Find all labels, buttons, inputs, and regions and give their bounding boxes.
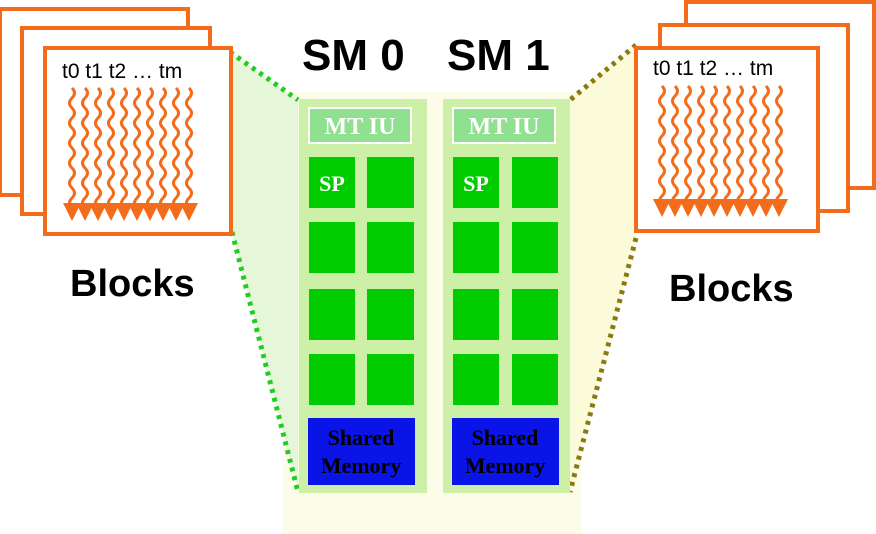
right-block-stack: t0 t1 t2 … tm — [634, 0, 876, 233]
blocks-label-left: Blocks — [70, 263, 195, 305]
thread-arrow — [757, 84, 775, 217]
sp-core — [309, 222, 355, 273]
thread-label: t0 t1 t2 … tm — [62, 60, 182, 83]
thread-arrow — [141, 86, 159, 221]
mt-iu-label: MT IU — [325, 114, 396, 140]
shared-memory-label-line2: Memory — [321, 453, 402, 478]
sp-core — [453, 157, 499, 208]
sp-core — [453, 222, 499, 273]
thread-arrow — [180, 86, 198, 221]
sm-1-panel: MT IU SP Shared Memory — [443, 99, 570, 493]
thread-arrow — [128, 86, 146, 221]
sp-core — [453, 289, 499, 340]
left-block-stack: t0 t1 t2 … tm — [0, 7, 233, 236]
sp-core — [367, 289, 414, 340]
sp-core — [367, 157, 414, 208]
thread-arrows — [653, 84, 788, 217]
sm-0-panel: MT IU SP Shared Memory — [299, 99, 427, 493]
sp-label: SP — [319, 171, 345, 196]
thread-arrow — [744, 84, 762, 217]
mt-iu-label: MT IU — [469, 114, 540, 140]
mt-iu-box — [452, 107, 556, 144]
thread-arrow — [718, 84, 736, 217]
thread-arrow — [76, 86, 94, 221]
thread-arrow — [731, 84, 749, 217]
thread-arrows — [63, 86, 198, 221]
sp-core — [512, 289, 558, 340]
thread-arrow — [666, 84, 684, 217]
shared-memory-box — [452, 418, 559, 485]
thread-arrow — [705, 84, 723, 217]
shared-memory-label-line1: Shared — [472, 425, 539, 450]
shared-memory-label-line2: Memory — [465, 453, 546, 478]
sp-core — [512, 222, 558, 273]
blocks-label-right: Blocks — [669, 268, 794, 310]
right-funnel — [570, 45, 636, 492]
sp-core — [512, 157, 558, 208]
shared-memory-label-line1: Shared — [328, 425, 395, 450]
thread-arrow — [154, 86, 172, 221]
shared-memory-box — [308, 418, 415, 485]
sp-core — [309, 157, 355, 208]
sp-core — [512, 354, 558, 405]
left-funnel — [230, 52, 298, 492]
thread-arrow — [679, 84, 697, 217]
thread-arrow — [115, 86, 133, 221]
sm-title-1: SM 1 — [447, 31, 550, 80]
thread-arrow — [89, 86, 107, 221]
sp-core — [367, 354, 414, 405]
thread-arrow — [63, 86, 81, 221]
right-funnel-bottom-dots — [567, 237, 639, 493]
sm-title-0: SM 0 — [302, 31, 405, 80]
thread-arrow — [692, 84, 710, 217]
thread-arrow — [102, 86, 120, 221]
thread-arrow — [770, 84, 788, 217]
sp-core — [453, 354, 499, 405]
mt-iu-box — [308, 107, 412, 144]
thread-arrow — [653, 84, 671, 217]
sp-core — [309, 354, 355, 405]
sp-core — [367, 222, 414, 273]
sp-core — [309, 289, 355, 340]
sp-label: SP — [463, 171, 489, 196]
thread-label: t0 t1 t2 … tm — [653, 57, 773, 80]
thread-arrow — [167, 86, 185, 221]
